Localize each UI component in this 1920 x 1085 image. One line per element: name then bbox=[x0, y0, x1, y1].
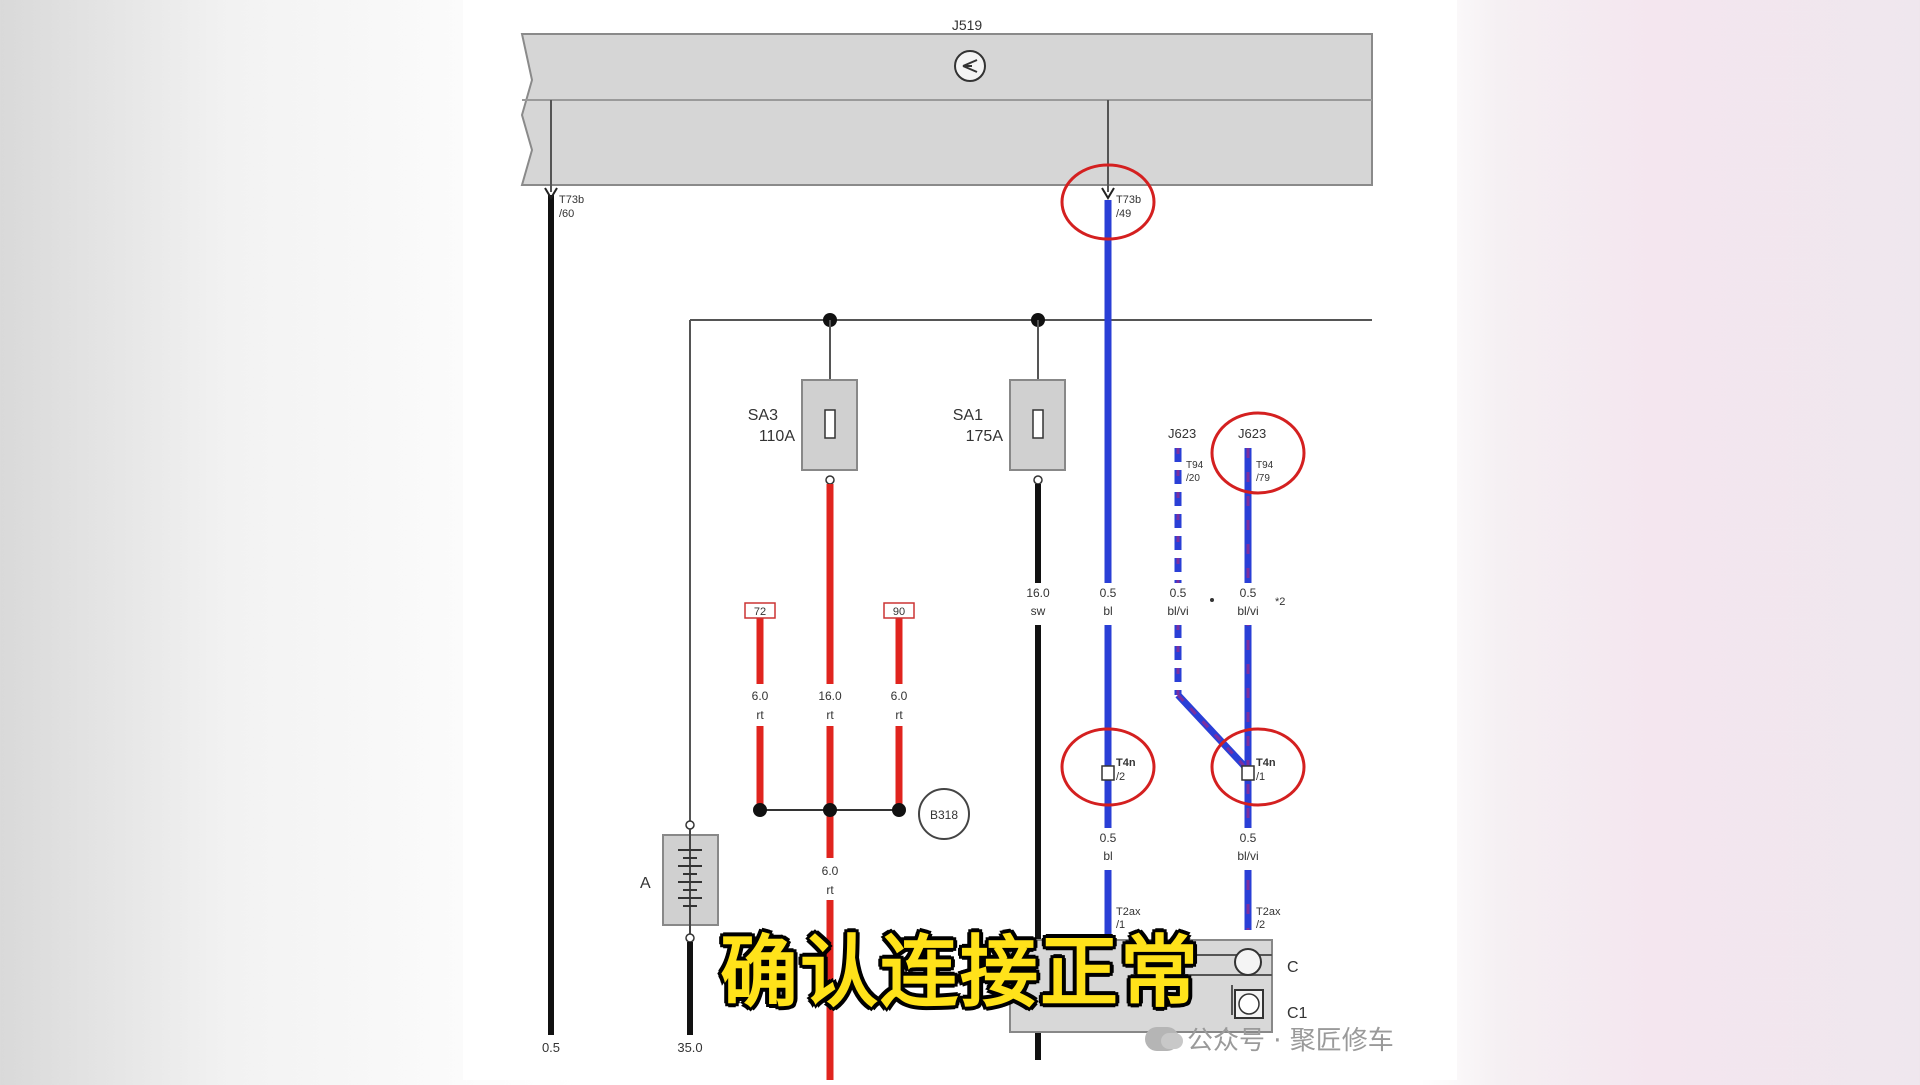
wire-label-6rt-left-size: 6.0 bbox=[752, 689, 769, 703]
wire-label-6rt-bottom-color: rt bbox=[826, 883, 834, 897]
fuse-sa3-rating: 110A bbox=[759, 428, 796, 445]
wire-label-05bl-bottom-size: 0.5 bbox=[1100, 831, 1117, 845]
fuse-sa1-name: SA1 bbox=[953, 407, 983, 424]
wire-label-05bl-top-color: bl bbox=[1103, 604, 1112, 618]
wire-label-blvi-bottom-size: 0.5 bbox=[1240, 831, 1257, 845]
highlight-circle-t4n-b bbox=[1210, 727, 1306, 807]
connector-right-top-2: /49 bbox=[1116, 208, 1131, 220]
j623-label-a: J623 bbox=[1168, 426, 1196, 441]
bottom-value-left: 0.5 bbox=[542, 1040, 560, 1055]
wechat-icon bbox=[1145, 1026, 1183, 1051]
wire-label-05bl-top-size: 0.5 bbox=[1100, 586, 1117, 600]
watermark: 公众号 · 聚匠修车 bbox=[1145, 1020, 1394, 1057]
fuse-sa3-name: SA3 bbox=[748, 407, 778, 424]
connector-j623-b-num: /79 bbox=[1256, 473, 1270, 484]
video-subtitle: 确认连接正常 bbox=[719, 928, 1200, 1018]
component-c bbox=[1009, 939, 1273, 1033]
wire-label-16sw-color: sw bbox=[1031, 604, 1046, 618]
highlight-circle-j519-pin bbox=[1060, 163, 1156, 241]
component-c1-label: C1 bbox=[1287, 1005, 1308, 1022]
connector-j623-a-num: /20 bbox=[1186, 473, 1200, 484]
bottom-value-right: 35.0 bbox=[677, 1040, 702, 1055]
footnote-mark: *2 bbox=[1275, 596, 1285, 608]
connector-left-top-1: T73b bbox=[559, 194, 584, 206]
wire-label-16sw-size: 16.0 bbox=[1026, 586, 1050, 600]
wire-label-6rt-right-color: rt bbox=[895, 708, 903, 722]
component-c-label: C bbox=[1287, 959, 1299, 976]
j623-label-b: J623 bbox=[1238, 426, 1266, 441]
connector-t2ax-b-name: T2ax bbox=[1256, 906, 1281, 918]
connector-t4n-b-name: T4n bbox=[1256, 757, 1276, 769]
battery-a bbox=[662, 829, 719, 935]
connector-j623-a-pin: T94 bbox=[1186, 460, 1204, 471]
connector-t4n-b bbox=[1241, 765, 1255, 781]
connector-t4n-a bbox=[1101, 765, 1115, 781]
wire-label-blvi-b-size: 0.5 bbox=[1240, 586, 1257, 600]
connector-t2ax-b-pin: /2 bbox=[1256, 919, 1265, 931]
connector-right-top-1: T73b bbox=[1116, 194, 1141, 206]
module-j519: J519 bbox=[520, 17, 1373, 186]
wire-label-blvi-bottom-color: bl/vi bbox=[1237, 849, 1258, 863]
module-label: J519 bbox=[952, 17, 983, 33]
connector-t2ax-a-pin: /1 bbox=[1116, 919, 1125, 931]
svg-text:B318: B318 bbox=[930, 808, 958, 822]
wire-label-05bl-bottom-color: bl bbox=[1103, 849, 1112, 863]
battery-label: A bbox=[640, 875, 651, 892]
wire-label-blvi-a-size: 0.5 bbox=[1170, 586, 1187, 600]
wire-label-16rt-size: 16.0 bbox=[818, 689, 842, 703]
fuse-sa1 bbox=[1009, 379, 1066, 471]
fuse-sa1-rating: 175A bbox=[966, 428, 1004, 445]
connector-left-top-2: /60 bbox=[559, 208, 574, 220]
wire-label-blvi-b-color: bl/vi bbox=[1237, 604, 1258, 618]
wire-label-6rt-right-size: 6.0 bbox=[891, 689, 908, 703]
watermark-text: 公众号 · 聚匠修车 bbox=[1187, 1026, 1394, 1056]
ground-ref-b318: B318 bbox=[918, 788, 970, 840]
connector-t2ax-a-name: T2ax bbox=[1116, 906, 1141, 918]
connector-t4n-a-pin: /2 bbox=[1116, 771, 1125, 783]
ground-symbol-icon bbox=[954, 50, 986, 82]
highlight-circle-j623-pin bbox=[1210, 411, 1306, 495]
highlight-circle-t4n-a bbox=[1060, 727, 1156, 807]
wire-label-6rt-left-color: rt bbox=[756, 708, 764, 722]
connector-t4n-a-name: T4n bbox=[1116, 757, 1136, 769]
wire-label-6rt-bottom-size: 6.0 bbox=[822, 864, 839, 878]
terminal-72: 72 bbox=[754, 606, 766, 618]
connector-j623-b-pin: T94 bbox=[1256, 460, 1274, 471]
wire-label-16rt-color: rt bbox=[826, 708, 834, 722]
wire-label-blvi-a-color: bl/vi bbox=[1167, 604, 1188, 618]
fuse-sa3 bbox=[801, 379, 858, 471]
terminal-90: 90 bbox=[893, 606, 905, 618]
connector-t4n-b-pin: /1 bbox=[1256, 771, 1265, 783]
